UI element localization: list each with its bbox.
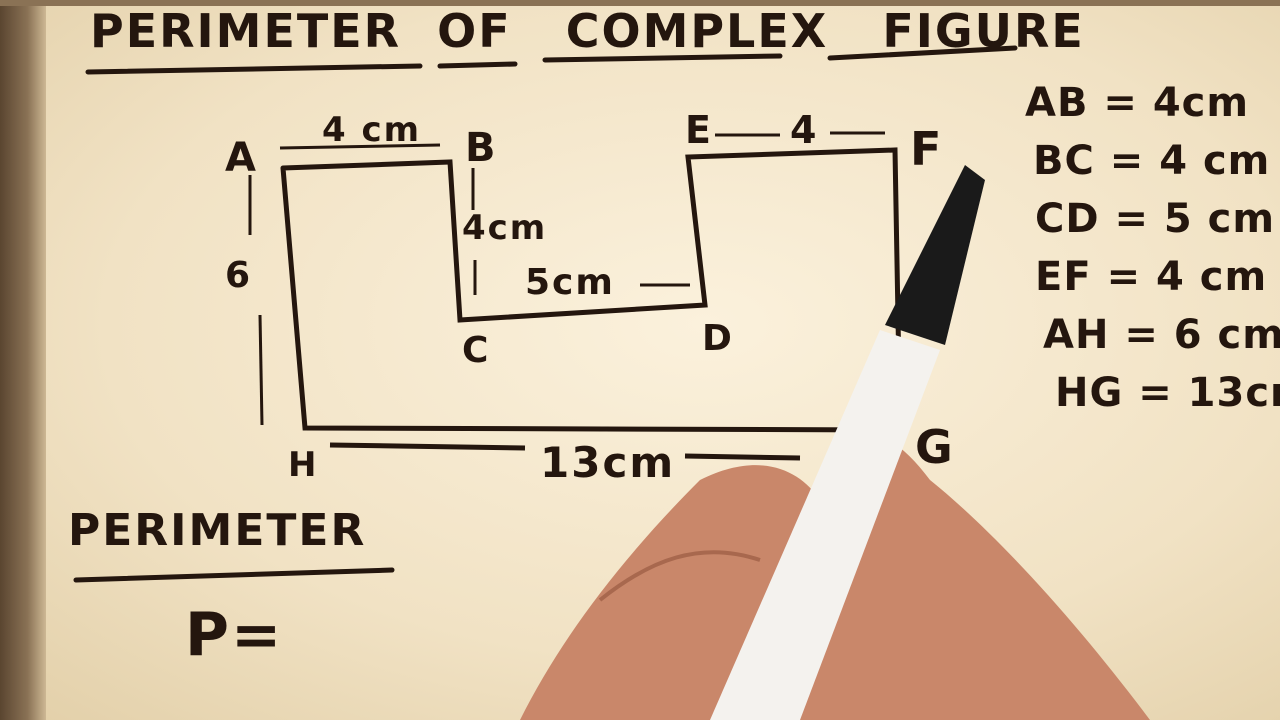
title-underline bbox=[542, 53, 783, 63]
side-lengths-list: AB = 4cm BC = 4 cm CD = 5 cm EF = 4 cm A… bbox=[1025, 80, 1280, 428]
hg-arrow bbox=[329, 442, 526, 451]
perimeter-underline bbox=[73, 567, 395, 583]
side-length-cd: CD = 5 cm bbox=[1035, 196, 1276, 242]
dimension-ah: 6 bbox=[225, 255, 253, 296]
vertex-label-h: H bbox=[288, 445, 319, 485]
dimension-ab: 4 cm bbox=[322, 110, 422, 150]
dimension-ef: 4 bbox=[790, 108, 819, 152]
title-word: COMPLEX bbox=[565, 4, 829, 58]
dimension-bc: 4cm bbox=[462, 208, 548, 248]
side-length-hg: HG = 13cm bbox=[1055, 370, 1280, 416]
title-underline bbox=[437, 61, 518, 69]
dimension-hg: 13cm bbox=[540, 438, 676, 487]
whiteboard-frame bbox=[0, 0, 46, 720]
title-word: PERIMETER bbox=[90, 4, 402, 58]
marker-cap-image bbox=[885, 165, 985, 345]
vertex-label-d: D bbox=[702, 318, 734, 359]
title-underline bbox=[827, 45, 1018, 61]
perimeter-formula: P= bbox=[185, 600, 284, 670]
vertex-label-e: E bbox=[685, 108, 713, 152]
vertex-label-b: B bbox=[465, 125, 498, 171]
side-length-bc: BC = 4 cm bbox=[1033, 138, 1271, 184]
dimension-cd: 5cm bbox=[525, 262, 615, 303]
title: PERIMETER OF COMPLEX FIGURE bbox=[90, 4, 1085, 58]
vertex-label-f: F bbox=[910, 122, 944, 176]
ab-arrow bbox=[279, 143, 441, 150]
hg-arrow bbox=[684, 453, 801, 461]
side-length-ah: AH = 6 cm bbox=[1043, 312, 1280, 358]
vertex-label-c: C bbox=[462, 330, 491, 371]
whiteboard-frame-top bbox=[0, 0, 1280, 6]
title-word: OF bbox=[437, 4, 512, 58]
side-length-ab: AB = 4cm bbox=[1025, 80, 1250, 126]
complex-figure-outline bbox=[280, 147, 903, 433]
side-length-ef: EF = 4 cm bbox=[1035, 254, 1268, 300]
title-underline bbox=[85, 63, 423, 75]
ah-arrow bbox=[258, 314, 264, 426]
marker-image bbox=[710, 330, 940, 720]
perimeter-heading: PERIMETER bbox=[68, 505, 367, 556]
vertex-label-g: G bbox=[915, 420, 955, 474]
vertex-label-a: A bbox=[225, 135, 258, 181]
